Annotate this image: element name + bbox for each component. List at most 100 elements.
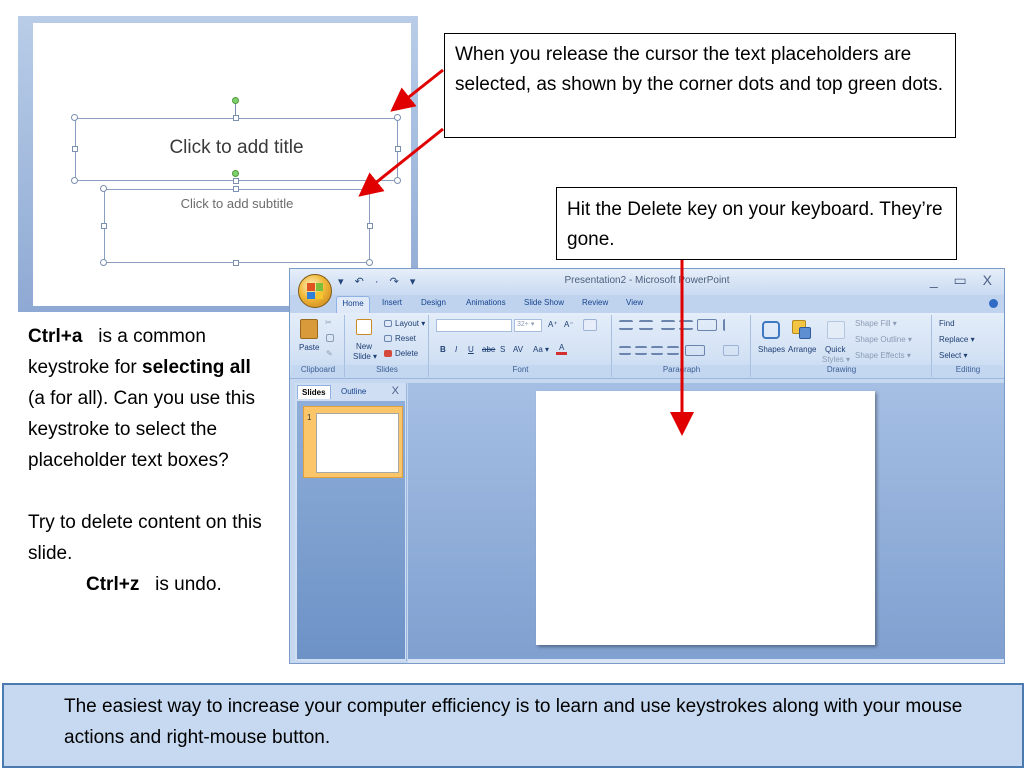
tab-animations[interactable]: Animations <box>466 298 506 307</box>
grow-font-button[interactable]: A⁺ <box>548 320 558 329</box>
title-bar: ▾ ↶ · ↷ ▾ Presentation2 - Microsoft Powe… <box>290 269 1004 295</box>
resize-handle[interactable] <box>366 259 373 266</box>
increase-indent-icon[interactable] <box>679 320 693 330</box>
resize-handle[interactable] <box>71 114 78 121</box>
paste-button[interactable]: Paste <box>299 343 320 352</box>
drawing-label: Drawing <box>752 365 931 377</box>
resize-handle[interactable] <box>233 178 239 184</box>
tab-home[interactable]: Home <box>336 296 370 313</box>
copy-icon[interactable] <box>326 334 334 342</box>
tab-slide-show[interactable]: Slide Show <box>524 298 565 307</box>
shape-outline-button[interactable]: Shape Outline ▾ <box>855 335 912 344</box>
italic-button[interactable]: I <box>455 345 458 354</box>
layout-icon <box>384 320 392 327</box>
resize-handle[interactable] <box>101 223 107 229</box>
editing-label: Editing <box>933 365 1003 377</box>
help-icon[interactable] <box>989 299 998 308</box>
shadow-button[interactable]: S <box>500 345 506 354</box>
format-painter-icon[interactable]: ✎ <box>326 349 333 358</box>
ctrl-a-text: is a common keystroke for <box>28 326 206 378</box>
close-icon[interactable]: X <box>391 385 399 397</box>
subtitle-rotation-handle[interactable] <box>232 170 239 177</box>
office-button[interactable] <box>298 274 332 308</box>
bullets-icon[interactable] <box>619 320 633 330</box>
shape-fill-button[interactable]: Shape Fill ▾ <box>855 319 897 328</box>
align-center-icon[interactable] <box>635 346 647 355</box>
numbering-icon[interactable] <box>639 320 653 330</box>
justify-icon[interactable] <box>667 346 679 355</box>
resize-handle[interactable] <box>233 186 239 192</box>
new-slide-dropdown[interactable]: Slide ▾ <box>353 352 378 361</box>
title-placeholder-text: Click to add title <box>169 137 304 158</box>
shrink-font-button[interactable]: A⁻ <box>564 320 574 329</box>
font-group: 32+ ▾ A⁺ A⁻ B I U abe S AV Aa ▾ A Font <box>430 315 612 377</box>
ctrl-a-paragraph: Ctrl+a is a common keystroke for selecti… <box>28 321 268 476</box>
delete-slide-icon <box>384 350 392 357</box>
font-color-button[interactable]: A <box>556 343 568 355</box>
font-size-dropdown[interactable]: 32+ ▾ <box>514 319 542 332</box>
new-slide-button[interactable]: New <box>356 342 373 351</box>
tab-design[interactable]: Design <box>421 298 446 307</box>
thumbnail-slide <box>316 413 399 473</box>
delete-slide-button[interactable]: Delete <box>395 349 419 358</box>
align-left-icon[interactable] <box>619 346 631 355</box>
delete-key-callout: Hit the Delete key on your keyboard. The… <box>556 187 957 260</box>
quick-styles-button[interactable]: Quick <box>825 345 846 354</box>
select-button[interactable]: Select ▾ <box>939 351 968 360</box>
resize-handle[interactable] <box>395 146 401 152</box>
columns-icon[interactable] <box>685 345 705 356</box>
bold-button[interactable]: B <box>440 345 446 354</box>
cut-icon[interactable]: ✂ <box>325 318 332 327</box>
resize-handle[interactable] <box>394 114 401 121</box>
resize-handle[interactable] <box>233 260 239 266</box>
layout-button[interactable]: Layout ▾ <box>395 319 426 328</box>
resize-handle[interactable] <box>233 115 239 121</box>
tab-view[interactable]: View <box>626 298 644 307</box>
shapes-button[interactable]: Shapes <box>758 345 786 354</box>
quick-styles-dropdown[interactable]: Styles ▾ <box>822 355 851 364</box>
slide-thumbnail[interactable]: 1 <box>303 406 403 478</box>
resize-handle[interactable] <box>72 146 78 152</box>
align-right-icon[interactable] <box>651 346 663 355</box>
resize-handle[interactable] <box>100 185 107 192</box>
resize-handle[interactable] <box>394 177 401 184</box>
find-button[interactable]: Find <box>939 319 955 328</box>
decrease-indent-icon[interactable] <box>661 320 675 330</box>
clipboard-label: Clipboard <box>292 365 344 377</box>
new-slide-icon <box>356 319 372 335</box>
tab-insert[interactable]: Insert <box>382 298 403 307</box>
resize-handle[interactable] <box>71 177 78 184</box>
shapes-icon <box>762 321 780 339</box>
resize-handle[interactable] <box>366 185 373 192</box>
clear-formatting-icon[interactable] <box>583 319 597 331</box>
quick-access-toolbar[interactable]: ▾ ↶ · ↷ ▾ <box>338 276 420 288</box>
replace-button[interactable]: Replace ▾ <box>939 335 975 344</box>
text-direction-icon[interactable] <box>723 319 739 331</box>
tab-review[interactable]: Review <box>582 298 609 307</box>
resize-handle[interactable] <box>367 223 373 229</box>
tab-outline[interactable]: Outline <box>341 387 367 396</box>
smartart-icon[interactable] <box>723 345 739 356</box>
blank-slide[interactable] <box>536 391 875 645</box>
reset-button[interactable]: Reset <box>395 334 416 343</box>
keystroke-instructions: Ctrl+a is a common keystroke for selecti… <box>28 321 268 600</box>
window-controls[interactable]: _ ▭ X <box>929 272 998 288</box>
title-rotation-handle[interactable] <box>232 97 239 104</box>
ctrl-a-key: Ctrl+a <box>28 326 83 347</box>
change-case-button[interactable]: Aa ▾ <box>533 345 550 354</box>
arrange-button[interactable]: Arrange <box>788 345 817 354</box>
horizontal-scrollbar[interactable] <box>408 659 1004 663</box>
underline-button[interactable]: U <box>468 345 474 354</box>
font-name-dropdown[interactable] <box>436 319 512 332</box>
line-spacing-icon[interactable] <box>697 319 717 331</box>
tab-slides[interactable]: Slides <box>297 385 331 399</box>
paragraph-label: Paragraph <box>613 365 750 377</box>
resize-handle[interactable] <box>100 259 107 266</box>
slide-editing-area <box>408 383 1004 663</box>
subtitle-placeholder[interactable]: Click to add subtitle <box>104 189 370 263</box>
strikethrough-button[interactable]: abe <box>482 345 496 354</box>
ctrl-a-question: (a for all). Can you use this keystroke … <box>28 388 256 471</box>
character-spacing-button[interactable]: AV <box>513 345 524 354</box>
shape-effects-button[interactable]: Shape Effects ▾ <box>855 351 911 360</box>
ribbon-tabs: Home Insert Design Animations Slide Show… <box>290 295 1004 313</box>
